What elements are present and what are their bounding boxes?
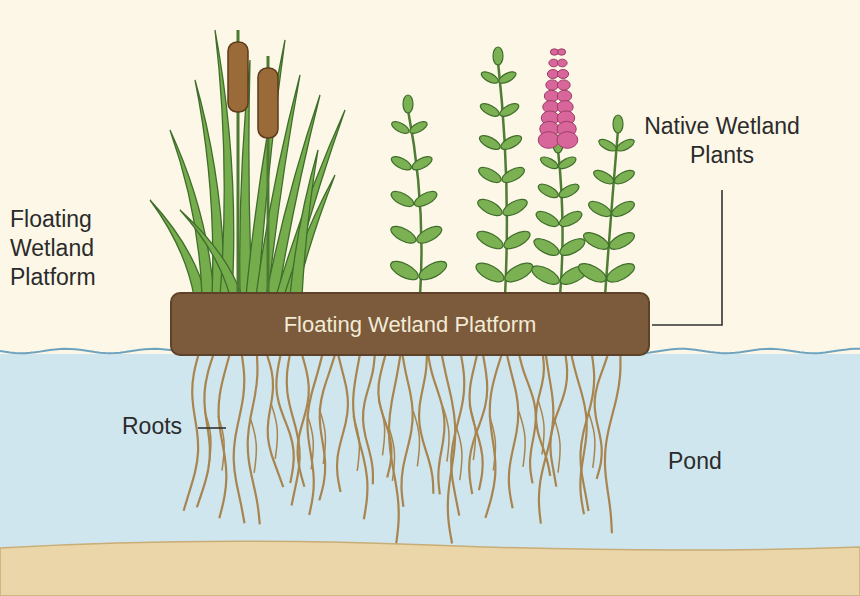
leaf <box>612 168 636 187</box>
platform-box: Floating Wetland Platform <box>170 292 650 356</box>
grass-blade <box>276 110 345 296</box>
sand-bottom <box>0 541 860 596</box>
flower-petal <box>557 90 571 102</box>
leaf <box>604 260 637 286</box>
leaf <box>475 196 504 219</box>
flower-petal <box>557 132 578 149</box>
leaf <box>539 155 560 171</box>
flower-petal <box>557 70 568 79</box>
leaf <box>388 223 418 247</box>
leaf <box>529 262 562 288</box>
leaf <box>557 181 581 200</box>
leaf <box>410 154 434 173</box>
leaf <box>607 229 637 253</box>
leaf <box>500 164 527 185</box>
leaf <box>531 235 561 259</box>
leaf <box>557 235 587 259</box>
leaf <box>586 198 613 219</box>
grass-blade <box>180 210 242 296</box>
leaf <box>477 133 502 153</box>
leaf <box>557 155 578 171</box>
flower-petal <box>546 80 559 90</box>
part-label: Roots <box>122 412 202 441</box>
leaf <box>501 228 532 253</box>
leaf <box>500 196 529 219</box>
leaf <box>474 228 505 253</box>
leaf <box>389 154 413 173</box>
pond-band: Pond <box>0 354 860 554</box>
leaf <box>610 198 637 219</box>
leaf <box>597 137 618 153</box>
leaf <box>480 69 500 85</box>
callout-label: Native Wetland Plants <box>622 112 822 170</box>
node-label: Floating Wetland Platform <box>172 312 648 338</box>
leaf <box>389 188 416 209</box>
cattail-head <box>228 42 248 112</box>
leaf <box>403 95 413 113</box>
flower-petal <box>558 49 566 55</box>
leaf <box>416 258 449 284</box>
leaf <box>390 119 411 135</box>
leaf <box>414 223 444 247</box>
leaf <box>613 115 623 133</box>
leader-line <box>652 190 722 325</box>
leaf <box>534 208 561 229</box>
flower-petal <box>557 80 570 90</box>
leaf <box>412 188 439 209</box>
leaf <box>502 259 536 285</box>
node-label: Pond <box>668 448 788 475</box>
leaf <box>499 133 524 153</box>
leaf <box>557 208 584 229</box>
flower-petal <box>538 132 559 149</box>
leaf <box>408 119 429 135</box>
leaf <box>576 260 609 286</box>
leaf <box>536 181 560 200</box>
leaf <box>615 137 636 153</box>
leaf <box>473 259 507 285</box>
grass-blade <box>290 150 318 296</box>
leader-line <box>198 427 226 429</box>
leaf <box>493 47 503 65</box>
leaf <box>388 258 421 284</box>
callout-label: Floating Wetland Platform <box>10 205 150 291</box>
flower-petal <box>544 90 558 102</box>
leaf <box>581 229 611 253</box>
cattail-head <box>258 68 278 138</box>
leaf <box>478 101 501 119</box>
leaf <box>592 168 616 187</box>
leaf <box>497 69 517 85</box>
leaf <box>476 164 503 185</box>
flower-petal <box>547 70 558 79</box>
flower-petal <box>558 59 568 67</box>
leaf <box>498 101 521 119</box>
plant-group <box>150 30 637 296</box>
